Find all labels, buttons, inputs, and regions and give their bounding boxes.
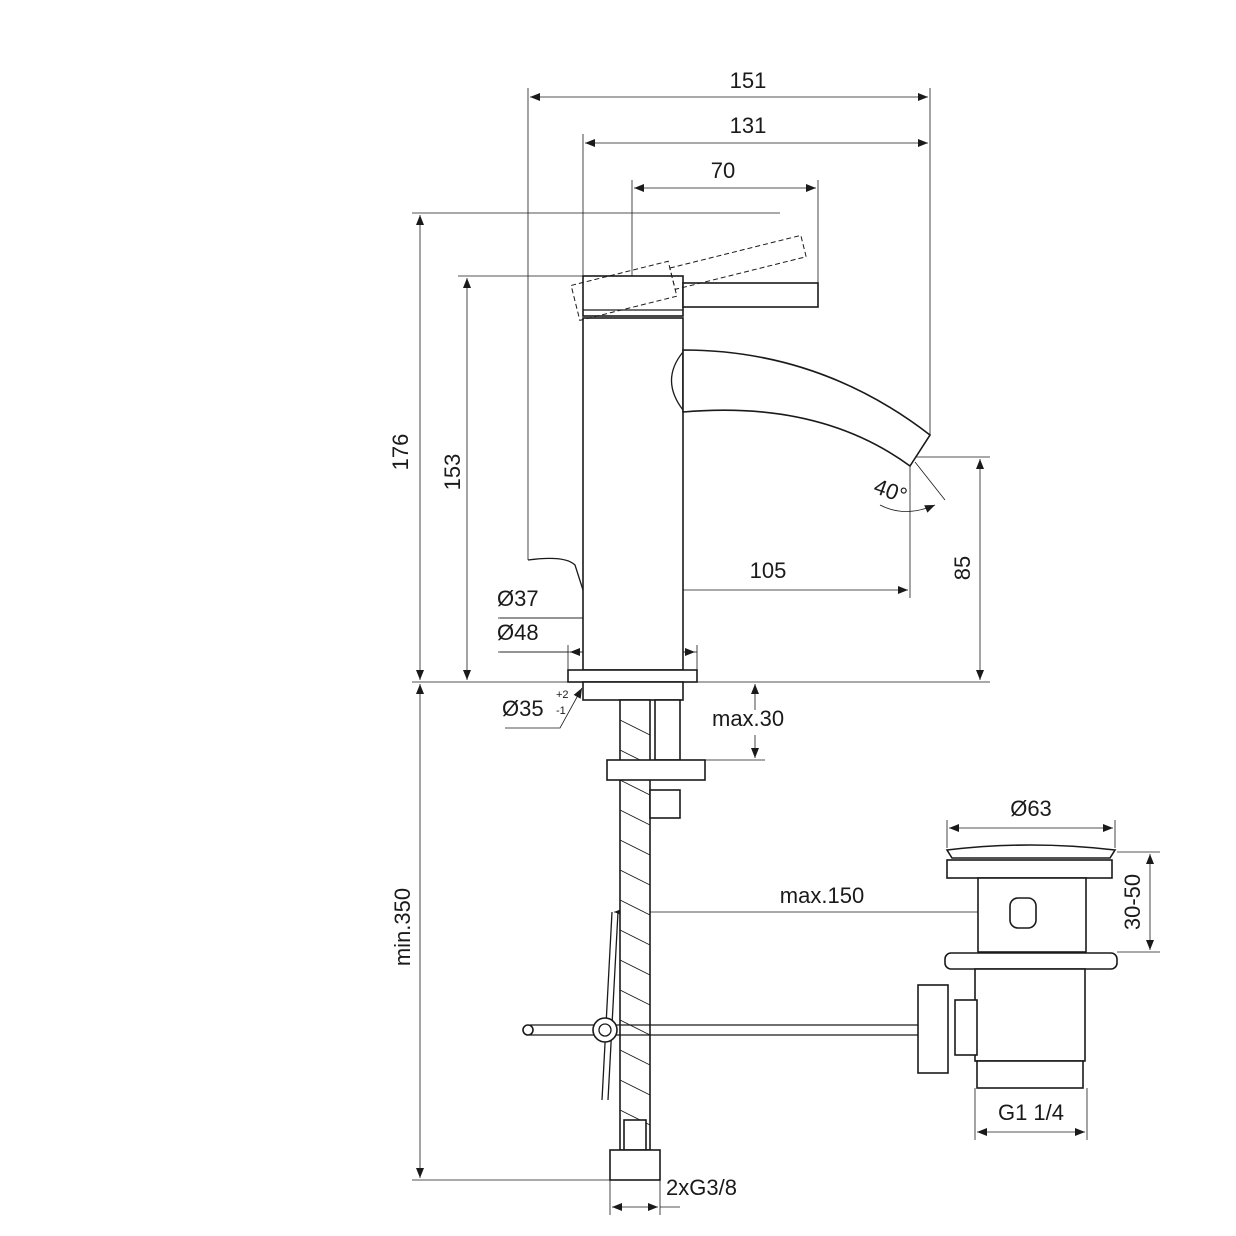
supply-hose bbox=[601, 699, 706, 1181]
dim-153: 153 bbox=[440, 454, 465, 491]
dim-max30: max.30 bbox=[712, 706, 784, 731]
dia-35-tol-minus: -1 bbox=[556, 705, 566, 717]
thread-g1-1-4: G1 1/4 bbox=[998, 1100, 1064, 1125]
pop-up-waste bbox=[522, 844, 1118, 1089]
dim-70: 70 bbox=[711, 158, 735, 183]
dim-min350: min.350 bbox=[390, 888, 415, 966]
dim-131: 131 bbox=[730, 113, 767, 138]
dim-85: 85 bbox=[950, 556, 975, 580]
dia-35-tol-plus: +2 bbox=[556, 689, 569, 701]
dim-151: 151 bbox=[730, 68, 767, 93]
dia-37: Ø37 bbox=[497, 586, 539, 611]
angle-40: 40° bbox=[871, 474, 911, 509]
dim-max150: max.150 bbox=[780, 883, 864, 908]
mixer-body bbox=[527, 234, 932, 701]
dim-105: 105 bbox=[750, 558, 787, 583]
thread-2xg3-8: 2xG3/8 bbox=[666, 1175, 737, 1200]
dim-30-50: 30-50 bbox=[1120, 874, 1145, 930]
dia-48: Ø48 bbox=[497, 620, 539, 645]
dimension-labels: 151 131 70 176 153 85 105 40° Ø37 Ø48 Ø3… bbox=[388, 68, 1145, 1200]
dia-63: Ø63 bbox=[1010, 796, 1052, 821]
dia-35: Ø35 bbox=[502, 696, 544, 721]
dim-176: 176 bbox=[388, 434, 413, 471]
